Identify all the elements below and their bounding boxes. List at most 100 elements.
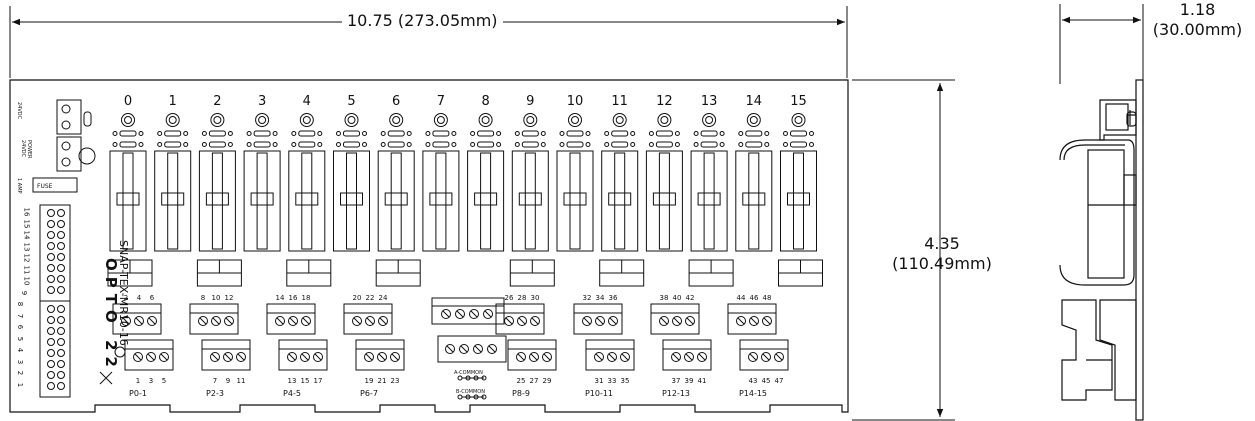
terminal-screw <box>378 316 388 326</box>
terminal-group-label: P10-11 <box>584 389 614 398</box>
terminal-screw <box>459 344 469 354</box>
terminal-block-lower <box>355 339 405 371</box>
relay-module <box>333 150 370 252</box>
terminal-screw <box>133 352 143 362</box>
channel-led <box>657 113 672 127</box>
common-block-lower <box>437 335 507 363</box>
terminal-screw <box>224 316 234 326</box>
terminal-group-label: P14-15 <box>738 389 768 398</box>
resistor <box>477 141 495 148</box>
terminal-screw <box>594 352 604 362</box>
resistor <box>521 141 539 148</box>
relay-module <box>780 150 817 252</box>
power-indicator <box>78 147 96 165</box>
pin-number: 39 <box>684 377 694 385</box>
b-common-label: B-COMMON <box>456 389 485 395</box>
pin-number: 5 <box>161 377 167 385</box>
terminal-group-label: P2-3 <box>206 389 224 398</box>
pin-number: 26 <box>504 294 514 302</box>
resistor <box>387 130 405 137</box>
relay-module <box>645 150 683 252</box>
terminal-screw <box>455 309 465 319</box>
terminal-screw <box>469 309 479 319</box>
relay-module <box>735 150 773 252</box>
channel-led <box>433 113 448 127</box>
terminal-screw <box>210 352 220 362</box>
terminal-screw <box>530 316 540 326</box>
terminal-group-label: P8-9 <box>512 389 530 398</box>
pin-number: 2 <box>123 294 129 302</box>
ribbon-pin-number: 14 <box>22 230 31 240</box>
pin-number: 35 <box>620 377 630 385</box>
terminal-screw <box>236 352 246 362</box>
terminal-block-upper <box>727 303 777 335</box>
pin-number: 16 <box>288 294 298 302</box>
channel-number: 14 <box>745 94 763 109</box>
terminal-screw <box>672 316 682 326</box>
pin-number: 30 <box>530 294 540 302</box>
resistor <box>566 130 584 137</box>
resistor <box>432 141 450 148</box>
pin-number: 14 <box>275 294 285 302</box>
pin-number: 8 <box>200 294 206 302</box>
terminal-block-upper <box>266 303 316 335</box>
pin-number: 23 <box>390 377 400 385</box>
terminal-screw <box>275 316 285 326</box>
terminal-screw <box>671 352 681 362</box>
pin-number: 36 <box>608 294 618 302</box>
pin-number: 6 <box>149 294 155 302</box>
depth-dimension-label: 1.18 (30.00mm) <box>1140 0 1255 40</box>
relay-module <box>154 150 192 252</box>
terminal-screw <box>473 344 483 354</box>
relay-module <box>690 150 728 252</box>
terminal-screw <box>517 316 527 326</box>
terminal-block-lower <box>585 339 635 371</box>
resistor <box>745 130 763 137</box>
pin-number: 7 <box>212 377 218 385</box>
fuse-holder <box>32 177 78 193</box>
channel-number: 2 <box>213 94 222 109</box>
relay-module <box>467 150 505 252</box>
side-view <box>1059 79 1144 421</box>
terminal-screw <box>749 316 759 326</box>
terminal-screw <box>364 352 374 362</box>
ribbon-pin-number: 9 <box>20 290 29 295</box>
terminal-screw <box>529 352 539 362</box>
terminal-group-label: P6-7 <box>360 389 378 398</box>
terminal-screw <box>684 352 694 362</box>
pin-number: 40 <box>672 294 682 302</box>
channel-led <box>612 113 627 127</box>
channel-number: 0 <box>123 94 133 109</box>
channel-led <box>523 113 538 127</box>
terminal-screw <box>516 352 526 362</box>
height-dimension-label: 4.35 (110.49mm) <box>872 234 1012 274</box>
pin-number: 34 <box>595 294 605 302</box>
ribbon-pin-number: 5 <box>16 336 25 341</box>
terminal-screw <box>659 316 669 326</box>
channel-led <box>791 113 806 127</box>
terminal-screw <box>542 352 552 362</box>
terminal-screw <box>223 352 233 362</box>
ribbon-pin-number: 2 <box>16 370 25 376</box>
relay-module <box>377 150 415 252</box>
terminal-screw <box>620 352 630 362</box>
pin-number: 47 <box>774 377 784 385</box>
resistor <box>700 130 718 137</box>
channel-number: 4 <box>302 94 311 109</box>
channel-led <box>344 113 359 127</box>
channel-led <box>121 113 135 127</box>
resistor <box>611 141 629 148</box>
terminal-screw <box>748 352 758 362</box>
pin-number: 31 <box>594 377 604 385</box>
terminal-screw <box>487 344 497 354</box>
terminal-screw <box>774 352 784 362</box>
common-block-upper <box>431 297 505 325</box>
resistor <box>343 130 360 137</box>
pin-number: 21 <box>377 377 387 385</box>
terminal-screw <box>288 316 298 326</box>
resistor <box>119 130 137 137</box>
channel-number: 6 <box>392 94 401 109</box>
pin-number: 9 <box>225 377 231 385</box>
terminal-screw <box>762 316 772 326</box>
depth-dimension <box>1059 4 1144 84</box>
